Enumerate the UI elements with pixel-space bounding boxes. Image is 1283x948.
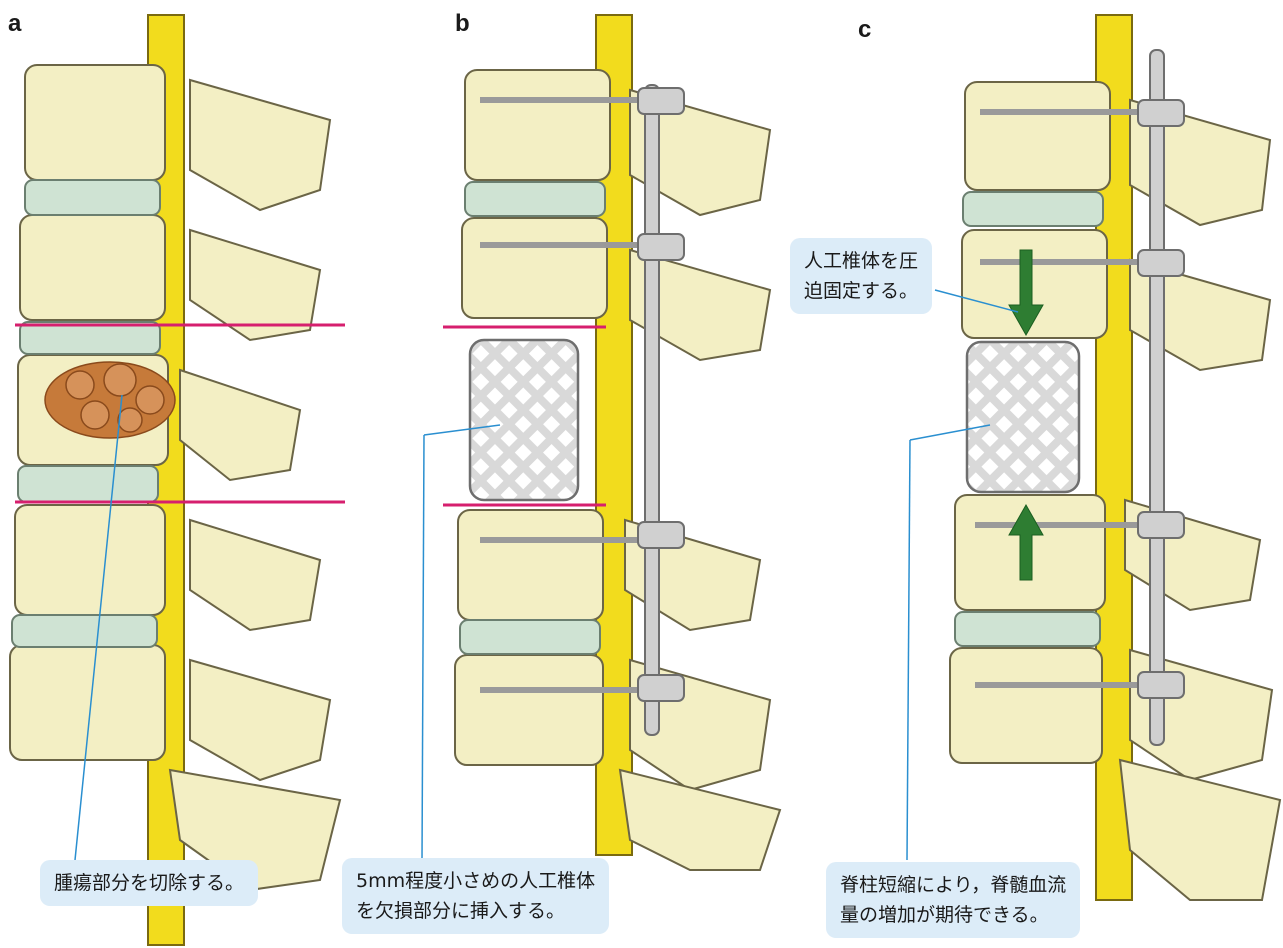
artificial-vertebral-body	[967, 342, 1079, 492]
panel-b-drawing	[422, 15, 780, 870]
artificial-vertebral-body	[470, 340, 578, 500]
leader-line-c2	[907, 440, 910, 860]
panel-label-a: a	[8, 10, 21, 38]
panel-label-c: c	[858, 16, 871, 44]
panel-c-drawing	[907, 15, 1280, 900]
caption-panel-b: 5mm程度小さめの人工椎体 を欠損部分に挿入する。	[342, 858, 609, 934]
note-compression: 人工椎体を圧 迫固定する。	[790, 238, 932, 314]
panel-label-b: b	[455, 10, 470, 38]
caption-panel-a: 腫瘍部分を切除する。	[40, 860, 258, 906]
leader-line-b2	[422, 435, 424, 860]
posterior-elements	[1120, 100, 1280, 900]
tumor	[45, 362, 175, 438]
panel-a-drawing	[10, 15, 345, 945]
posterior-elements	[170, 80, 340, 890]
caption-panel-c: 脊柱短縮により，脊髄血流 量の増加が期待できる。	[826, 862, 1080, 938]
